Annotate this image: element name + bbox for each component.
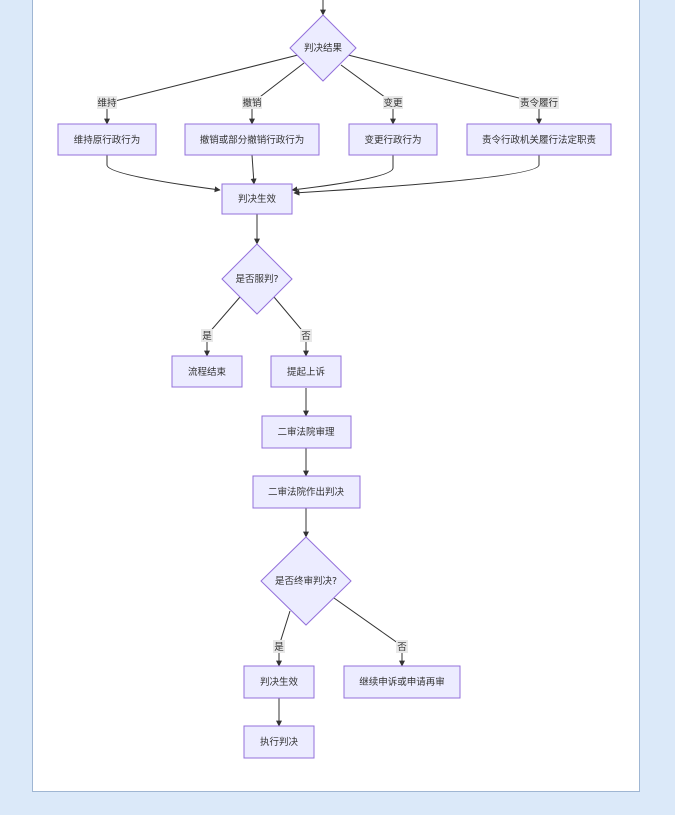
node-accept-judgment-label: 是否服判?: [235, 273, 278, 285]
label-revoke: 撤销: [242, 97, 262, 109]
label-no-1: 否: [301, 331, 311, 342]
label-modify: 变更: [383, 97, 403, 109]
node-second-judgment: 二审法院作出判决: [252, 475, 361, 509]
node-second-judgment-label: 二审法院作出判决: [268, 486, 345, 498]
node-final-judgment-label: 是否终审判决?: [275, 575, 337, 587]
label-no-2: 否: [397, 642, 407, 653]
label-yes-1: 是: [202, 331, 212, 342]
edge-final-yes: [276, 610, 291, 667]
node-judgment-effective-1-label: 判决生效: [238, 193, 277, 205]
node-process-end-label: 流程结束: [188, 366, 227, 378]
node-file-appeal-label: 提起上诉: [287, 366, 326, 378]
node-execute-judgment-label: 执行判决: [260, 736, 299, 748]
node-judgment-result-label: 判决结果: [304, 42, 343, 54]
node-judgment-effective-1: 判决生效: [221, 183, 293, 215]
node-judgment-result: 判决结果: [289, 14, 357, 82]
edge-result-revoke: [249, 62, 305, 125]
node-order-perform-label: 责令行政机关履行法定职责: [482, 134, 596, 146]
edge-order-effective: [293, 155, 540, 196]
edge-final-no: [333, 597, 405, 667]
node-continue-appeal: 继续申诉或申请再审: [343, 665, 461, 699]
label-uphold: 维持: [97, 97, 117, 109]
edge-modify-effective: [291, 155, 394, 193]
node-accept-judgment: 是否服判?: [221, 243, 293, 315]
edge-revoke-effective: [250, 154, 257, 185]
edge-result-modify: [340, 64, 396, 125]
edge-uphold-effective: [106, 155, 221, 193]
node-second-trial-label: 二审法院审理: [277, 426, 335, 438]
node-judgment-effective-2-label: 判决生效: [260, 676, 299, 688]
node-revoke-label: 撤销或部分撤销行政行为: [200, 134, 305, 146]
edge-result-order: [347, 54, 542, 125]
edge-accept-no: [273, 296, 309, 357]
node-revoke: 撤销或部分撤销行政行为: [184, 123, 320, 156]
node-modify-label: 变更行政行为: [364, 134, 421, 146]
node-modify: 变更行政行为: [348, 123, 438, 156]
node-execute-judgment: 执行判决: [243, 725, 315, 759]
node-uphold: 维持原行政行为: [57, 123, 157, 156]
label-order-perform: 责令履行: [520, 97, 559, 109]
node-final-judgment: 是否终审判决?: [260, 536, 352, 626]
node-continue-appeal-label: 继续申诉或申请再审: [359, 676, 445, 688]
node-uphold-label: 维持原行政行为: [74, 134, 141, 146]
node-file-appeal: 提起上诉: [270, 355, 342, 388]
node-second-trial: 二审法院审理: [261, 415, 352, 449]
edge-accept-yes: [204, 296, 241, 357]
edge-labels: 维持 撤销 变更 责令履行 是 否 是 否: [97, 96, 559, 653]
node-process-end: 流程结束: [171, 355, 243, 388]
node-judgment-effective-2: 判决生效: [243, 665, 315, 699]
label-yes-2: 是: [274, 642, 284, 653]
node-order-perform: 责令行政机关履行法定职责: [466, 123, 612, 156]
